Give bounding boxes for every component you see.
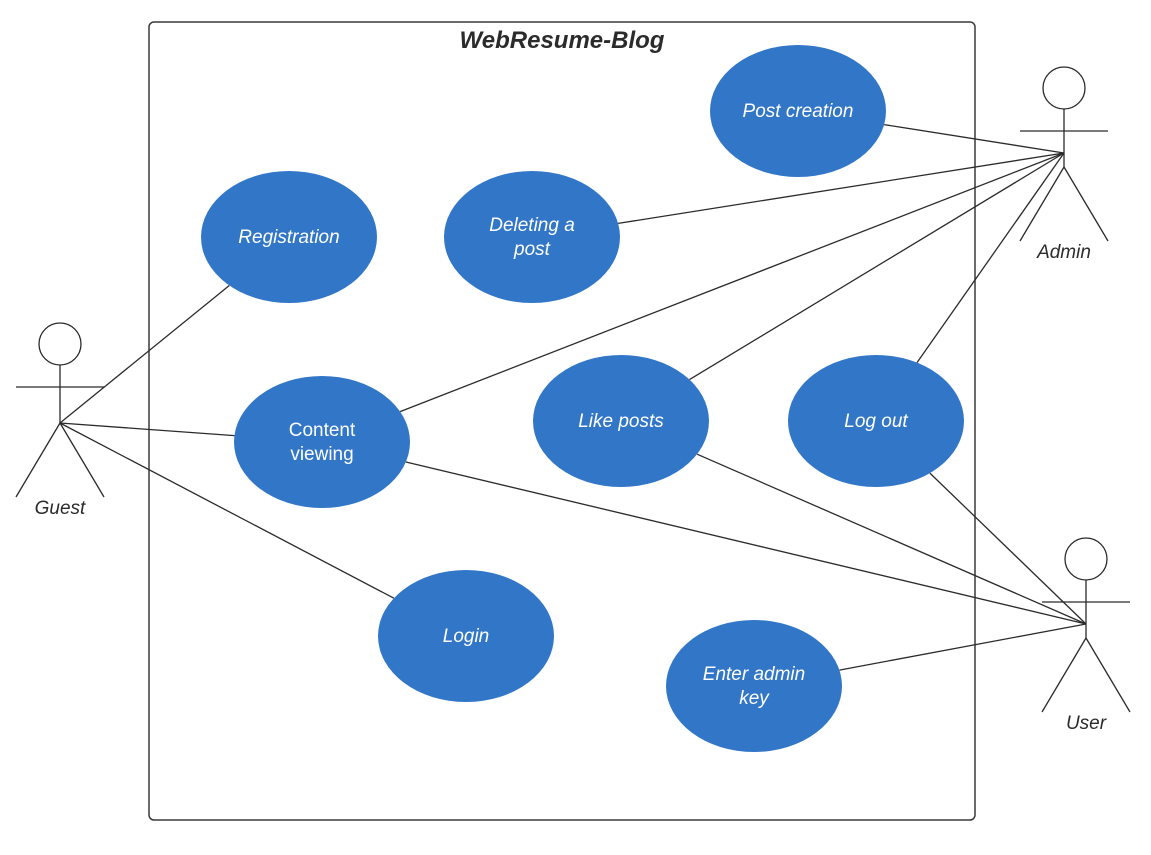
usecase-registration-shape: [201, 171, 377, 303]
association-user-enter_admin_key: [839, 623, 1087, 671]
association-user-like_posts: [696, 453, 1087, 625]
actor-admin-label: Admin: [1036, 242, 1091, 263]
usecase-content-viewing[interactable]: Content viewing: [234, 376, 410, 508]
system-title: WebResume-Blog: [460, 27, 665, 54]
actor-guest-label: Guest: [35, 498, 86, 519]
usecase-label: Post creation: [743, 101, 854, 122]
association-admin-like_posts: [689, 152, 1065, 381]
usecase-deleting-a-post[interactable]: Deleting a post: [444, 171, 620, 303]
association-admin-deleting_post: [617, 152, 1065, 225]
usecase-label: viewing: [290, 444, 353, 465]
usecase-label: Enter admin: [703, 664, 805, 685]
association-admin-post_creation: [883, 123, 1065, 154]
usecase-log-out-shape: [788, 355, 964, 487]
usecase-like-posts[interactable]: Like posts: [533, 355, 709, 487]
stick-figure-icon: [15, 322, 105, 498]
usecase-post-creation[interactable]: Post creation: [710, 45, 886, 177]
association-guest-content_viewing: [59, 422, 235, 437]
usecase-label: Content: [289, 420, 356, 441]
associations: [59, 123, 1087, 671]
actor-user[interactable]: User: [1041, 537, 1131, 734]
usecase-enter-admin-key-shape: [666, 620, 842, 752]
usecase-registration[interactable]: Registration: [201, 171, 377, 303]
usecase-login[interactable]: Login: [378, 570, 554, 702]
association-guest-login: [59, 422, 395, 599]
association-admin-log_out: [916, 152, 1065, 363]
usecase-content-viewing-shape: [234, 376, 410, 508]
usecase-label: Registration: [238, 227, 339, 248]
association-admin-content_viewing: [399, 152, 1065, 413]
usecase-login-shape: [378, 570, 554, 702]
usecase-label: Like posts: [578, 411, 664, 432]
usecase-log-out[interactable]: Log out: [788, 355, 964, 487]
stick-figure-icon: [1019, 66, 1109, 242]
usecase-post-creation-shape: [710, 45, 886, 177]
usecase-label: Deleting a: [489, 215, 575, 236]
association-user-content_viewing: [405, 461, 1087, 625]
usecase-label: key: [739, 688, 770, 709]
actor-user-label: User: [1066, 713, 1107, 734]
usecase-label: Login: [443, 626, 490, 647]
usecase-deleting-a-post-shape: [444, 171, 620, 303]
usecase-like-posts-shape: [533, 355, 709, 487]
stick-figure-icon: [1041, 537, 1131, 713]
actor-guest[interactable]: Guest: [15, 322, 105, 519]
usecase-label: Log out: [844, 411, 908, 432]
association-user-log_out: [929, 472, 1087, 625]
usecase-label: post: [513, 239, 551, 260]
association-guest-registration: [59, 284, 230, 424]
usecase-enter-admin-key[interactable]: Enter admin key: [666, 620, 842, 752]
actor-admin[interactable]: Admin: [1019, 66, 1109, 263]
